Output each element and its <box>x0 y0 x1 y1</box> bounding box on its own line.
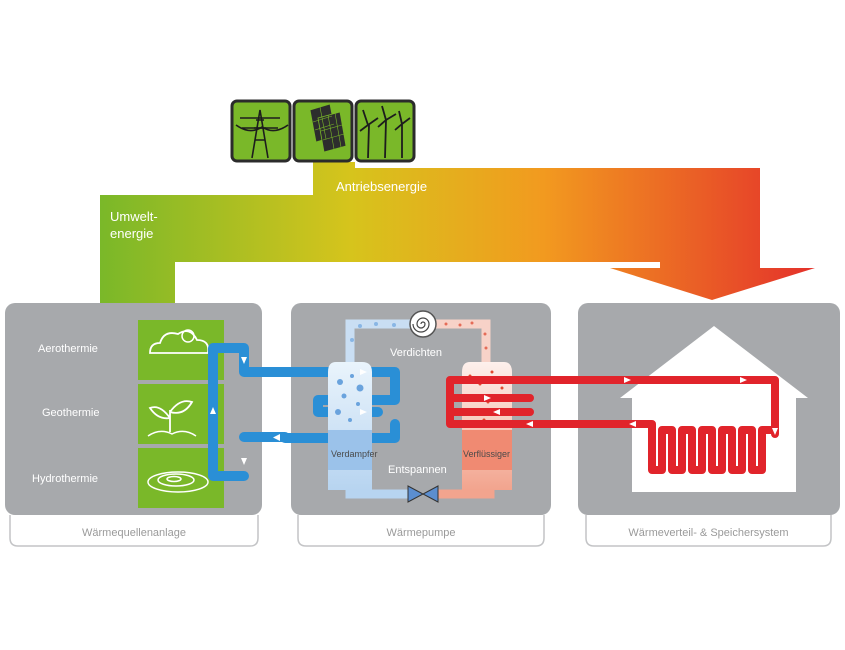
expansion-line <box>345 489 495 499</box>
environment-energy-label: Umwelt- energie <box>110 208 158 242</box>
compressor-loop <box>345 319 491 362</box>
source-label-hydrothermie: Hydrothermie <box>32 473 99 485</box>
flow-arrows <box>210 357 778 465</box>
heat-pump-footer-box <box>297 515 545 547</box>
environment-energy-label-line2: energie <box>110 226 154 241</box>
energy-flow-arrow <box>100 162 815 303</box>
evaporator <box>328 362 372 490</box>
expansion-valve-icon <box>407 485 439 503</box>
distribution-footer-box <box>585 515 832 547</box>
heat-source-footer-box <box>9 515 259 547</box>
environment-energy-label-line1: Umwelt- <box>110 209 158 224</box>
expand-label: Entspannen <box>388 464 447 476</box>
power-pylon-icon <box>230 99 292 163</box>
drive-energy-label: Antriebsenergie <box>336 179 428 194</box>
compressor-icon <box>409 310 437 338</box>
wind-turbine-icon <box>354 99 416 163</box>
source-label-aerothermie: Aerothermie <box>38 343 98 355</box>
heat-source-footer-label: Wärmequellenanlage <box>82 527 186 539</box>
condenser-label: Verflüssiger <box>463 449 511 459</box>
compress-label: Verdichten <box>390 347 442 359</box>
heat-pump-footer-label: Wärmepumpe <box>386 527 456 539</box>
evaporator-label: Verdampfer <box>331 449 378 459</box>
distribution-footer-label: Wärmeverteil- & Speichersystem <box>628 527 789 539</box>
solar-panel-icon <box>292 99 354 163</box>
drive-energy-icons <box>230 99 416 163</box>
source-label-geothermie: Geothermie <box>42 407 100 419</box>
